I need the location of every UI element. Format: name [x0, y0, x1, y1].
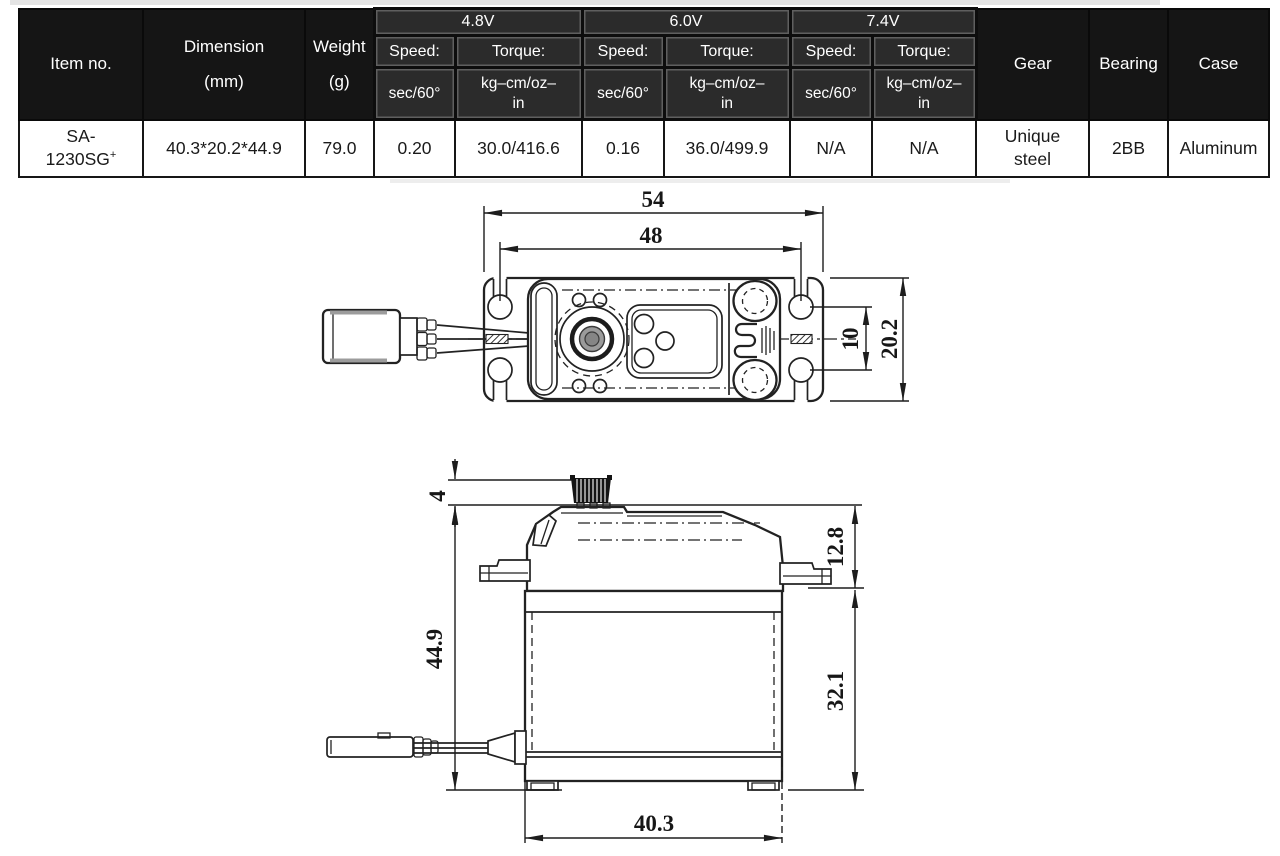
servo-plug	[321, 308, 402, 365]
unit-torque-4-8v-line1: kg–cm/oz–	[481, 75, 556, 93]
gear-line1: Unique	[1004, 126, 1061, 147]
dim-width-overall: 20.2	[830, 277, 909, 402]
dim-label-4: 4	[425, 490, 450, 502]
item-no-line1: SA-	[66, 126, 96, 147]
dim-label-54: 54	[642, 187, 666, 212]
unit-torque-6-0v-line1: kg–cm/oz–	[689, 75, 765, 93]
unit-speed-7-4v: sec/60°	[788, 66, 874, 121]
item-no-suffix: +	[109, 149, 117, 162]
cell-torque-4-8v: 30.0/416.6	[454, 118, 583, 178]
output-spline	[570, 475, 612, 503]
dim-mount-hole-spacing: 48	[499, 223, 802, 301]
cell-speed-7-4v: N/A	[789, 118, 873, 178]
header-case: Case	[1167, 7, 1270, 121]
section-mark-left	[485, 333, 509, 345]
dim-label-48: 48	[640, 223, 663, 248]
dim-label-20-2: 20.2	[877, 319, 902, 359]
dim-label-32-1: 32.1	[823, 671, 848, 711]
case-screws	[571, 292, 608, 394]
scan-artifact-top	[10, 0, 1160, 5]
header-dimension-line1: Dimension	[183, 36, 265, 56]
cam-boss-bottom	[732, 358, 778, 402]
dim-label-44-9: 44.9	[422, 629, 447, 669]
servo-plug-side	[326, 736, 414, 758]
lower-case	[523, 589, 784, 791]
unit-torque-7-4v: kg–cm/oz– in	[870, 66, 978, 121]
lead-wires	[416, 317, 530, 361]
dim-body-length: 40.3	[524, 760, 783, 843]
dim-total-height: 44.9	[422, 505, 562, 791]
cell-item-no: SA- 1230SG+	[18, 118, 144, 178]
unit-torque-7-4v-line2: in	[917, 94, 931, 112]
header-gear: Gear	[975, 7, 1090, 121]
savox-s-logo	[733, 322, 775, 359]
cell-bearing: 2BB	[1088, 118, 1169, 178]
header-dimension-line2: (mm)	[204, 71, 244, 91]
header-speed-4-8v: Speed:	[372, 34, 457, 69]
top-view-servo-body	[526, 277, 782, 402]
section-mark-right	[790, 333, 813, 345]
dim-label-12-8: 12.8	[823, 527, 848, 567]
header-speed-7-4v: Speed:	[788, 34, 874, 69]
unit-torque-4-8v-line2: in	[512, 94, 525, 112]
cell-speed-4-8v: 0.20	[373, 118, 456, 178]
unit-speed-6-0v: sec/60°	[580, 66, 666, 121]
dim-label-10: 10	[838, 328, 863, 351]
header-voltage-4-8v: 4.8V	[372, 7, 584, 37]
flange-tab-right	[779, 562, 832, 585]
unit-speed-4-8v: sec/60°	[372, 66, 457, 121]
header-weight-line1: Weight	[312, 36, 366, 56]
header-voltage-6-0v: 6.0V	[580, 7, 792, 37]
header-weight: Weight (g)	[304, 7, 375, 121]
header-dimension: Dimension (mm)	[142, 7, 306, 121]
cell-speed-6-0v: 0.16	[581, 118, 665, 178]
side-view-dimensions: 4 44.9 12.8 32.1 40.3	[422, 459, 864, 843]
dim-length-overall: 54	[483, 187, 824, 272]
side-view-drawing: 4 44.9 12.8 32.1 40.3	[326, 459, 864, 843]
side-view-lead	[326, 730, 527, 765]
header-torque-4-8v: Torque:	[453, 34, 584, 69]
cam-boss-top	[732, 279, 778, 323]
case-ear	[532, 513, 558, 547]
header-speed-6-0v: Speed:	[580, 34, 666, 69]
strain-relief	[487, 731, 516, 764]
cell-torque-7-4v: N/A	[871, 118, 977, 178]
item-no-line2: 1230SG	[45, 149, 110, 169]
flange-tab-left	[479, 559, 531, 582]
upper-case	[525, 505, 785, 593]
top-view-drawing: 54 48 20.2 10	[321, 187, 909, 403]
foot-left	[526, 780, 559, 791]
cell-torque-6-0v: 36.0/499.9	[663, 118, 791, 178]
foot-right	[747, 780, 780, 791]
unit-torque-7-4v-line1: kg–cm/oz–	[886, 75, 962, 93]
cell-dimension: 40.3*20.2*44.9	[142, 118, 306, 178]
header-voltage-7-4v: 7.4V	[788, 7, 978, 37]
unit-torque-4-8v: kg–cm/oz– in	[453, 66, 584, 121]
dim-slot-spacing: 10	[810, 306, 872, 371]
header-weight-line2: (g)	[328, 71, 350, 91]
mount-slot-bottom-left	[487, 357, 513, 400]
output-shaft	[554, 301, 630, 377]
mid-panel	[626, 304, 723, 379]
top-view-connector-lead	[321, 308, 856, 365]
header-torque-6-0v: Torque:	[662, 34, 792, 69]
cell-case: Aluminum	[1167, 118, 1270, 178]
dim-upper-section-height: 12.8	[808, 505, 864, 589]
header-torque-7-4v: Torque:	[870, 34, 978, 69]
side-view-servo	[326, 475, 832, 791]
header-bearing: Bearing	[1088, 7, 1169, 121]
unit-torque-6-0v-line2: in	[720, 94, 734, 112]
cell-gear: Unique steel	[975, 118, 1090, 178]
cell-weight: 79.0	[304, 118, 375, 178]
header-item-no: Item no.	[18, 7, 144, 121]
gear-line2: steel	[1014, 149, 1051, 169]
top-view-dimensions: 54 48 20.2 10	[483, 187, 909, 402]
scan-artifact-below-table	[390, 179, 1010, 183]
dim-label-40-3: 40.3	[634, 811, 674, 836]
spec-table: Item no. Dimension (mm) Weight (g) 4.8V …	[18, 7, 1270, 178]
unit-torque-6-0v: kg–cm/oz– in	[662, 66, 792, 121]
dim-body-height: 32.1	[788, 589, 864, 791]
